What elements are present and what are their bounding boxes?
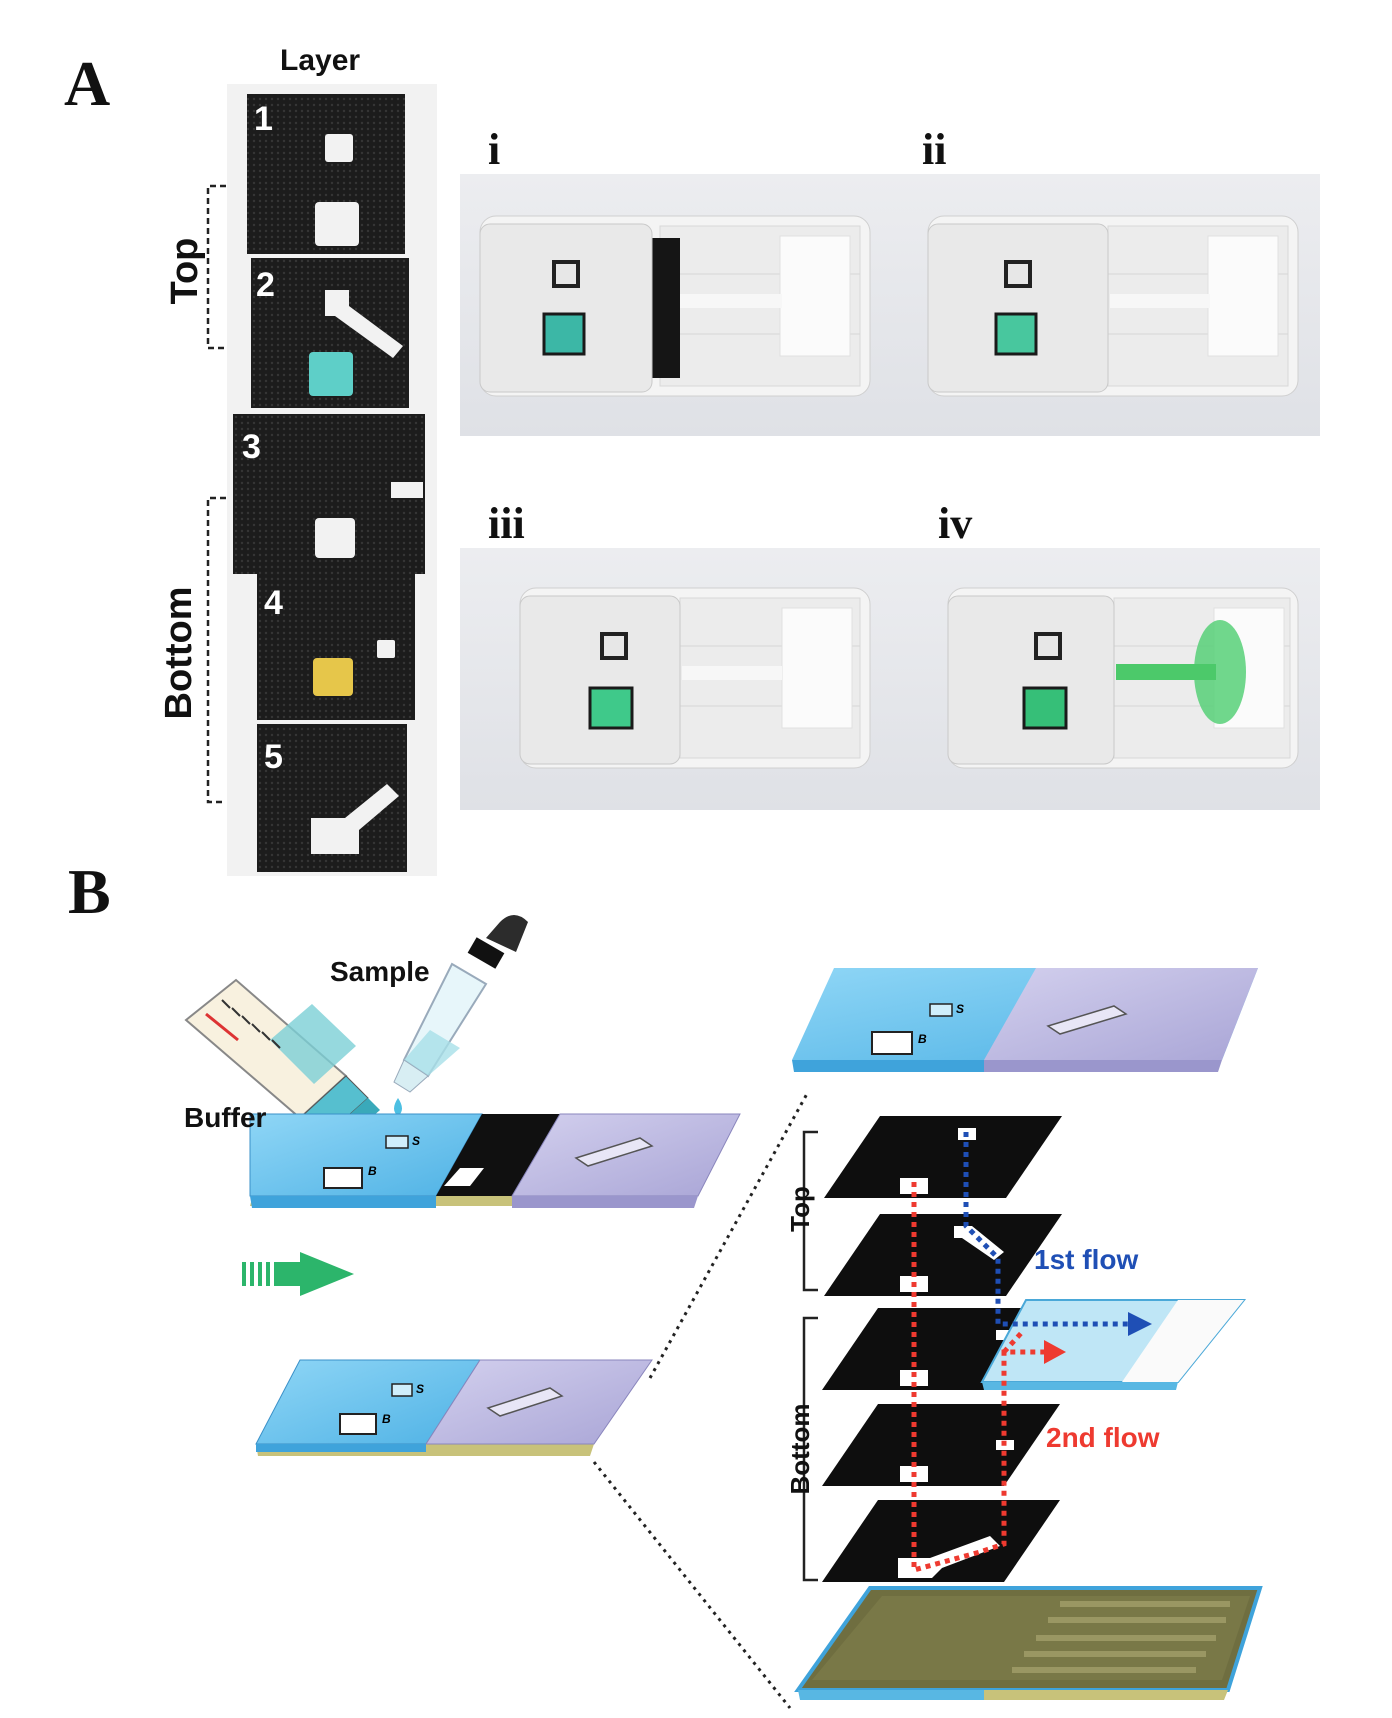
- layer-number-2: 2: [256, 266, 275, 304]
- step-label-ii: ii: [922, 125, 947, 174]
- layer-strip-photo: [227, 84, 437, 876]
- device-closed: [255, 1359, 653, 1456]
- panel-b-label: B: [68, 856, 111, 927]
- exploded-cover: [792, 968, 1258, 1072]
- mark-s-open: S: [412, 1134, 421, 1148]
- exploded-layer-5: [822, 1500, 1060, 1582]
- layer-3-hole: [315, 518, 355, 558]
- green-signal-line: [1116, 664, 1216, 680]
- buffer-label: Buffer: [184, 1102, 267, 1133]
- layer-4-hole-small: [377, 640, 395, 658]
- green-window-iv: [1022, 686, 1068, 730]
- layer-header: Layer: [280, 44, 361, 77]
- flow-2-label: 2nd flow: [1046, 1422, 1160, 1453]
- layer-2-cyan-pad: [309, 352, 353, 396]
- step-label-iii: iii: [488, 499, 525, 548]
- mark-b-closed: B: [382, 1412, 391, 1426]
- flow-2-path: [911, 1182, 1044, 1574]
- mark-b-open: B: [368, 1164, 377, 1178]
- green-signal-spread: [1194, 620, 1246, 724]
- exploded-layer-1: [824, 1116, 1062, 1198]
- flow-2-arrowhead: [1044, 1340, 1066, 1364]
- layer-number-1: 1: [254, 100, 273, 138]
- sample-dropper: [393, 915, 528, 1116]
- layer-1-hole-small: [325, 134, 353, 162]
- layer-number-3: 3: [242, 428, 261, 466]
- layer-5-channel: [311, 784, 399, 854]
- top-bracket-b: [802, 1130, 818, 1292]
- bottom-bracket-b: [802, 1316, 818, 1582]
- panel-a-label: A: [64, 48, 111, 119]
- device-assembled-open: [249, 1113, 741, 1208]
- step-photo-iii: [460, 548, 888, 810]
- layer-2-channel: [325, 290, 403, 358]
- layer-number-4: 4: [264, 584, 283, 622]
- mark-s-cover: S: [956, 1002, 965, 1016]
- step-label-i: i: [488, 125, 501, 174]
- layer-4-yellow-pad: [313, 658, 353, 696]
- step-photo-iv: [888, 548, 1320, 810]
- step-photo-i: [460, 174, 888, 436]
- cyan-window-i: [542, 312, 586, 356]
- green-window-iii: [588, 686, 634, 730]
- zoom-line-upper: [648, 1091, 810, 1379]
- layer-1-hole-large: [315, 202, 359, 246]
- sample-label: Sample: [330, 956, 430, 987]
- flow-1-path: [963, 1132, 1130, 1327]
- layer-number-5: 5: [264, 738, 283, 776]
- mark-s-closed: S: [416, 1382, 425, 1396]
- layer-strip-graphic: [233, 94, 425, 872]
- step-label-iv: iv: [938, 499, 973, 548]
- exploded-layer-4: [822, 1404, 1060, 1486]
- flow-1-label: 1st flow: [1034, 1244, 1139, 1275]
- assembly-arrow: [242, 1252, 354, 1296]
- layer-3-side-window: [391, 482, 423, 498]
- base-tray: [794, 1586, 1263, 1700]
- zoom-line-lower: [592, 1461, 792, 1709]
- cyan-window-ii: [994, 312, 1038, 356]
- step-photo-ii: [888, 174, 1320, 436]
- exploded-layer-2: [824, 1214, 1062, 1296]
- flow-1-arrowhead: [1128, 1312, 1152, 1336]
- bottom-group-label-b: Bottom: [785, 1403, 815, 1495]
- detection-strip: [980, 1299, 1247, 1390]
- mark-b-cover: B: [918, 1032, 927, 1046]
- top-group-label-b: Top: [785, 1186, 815, 1232]
